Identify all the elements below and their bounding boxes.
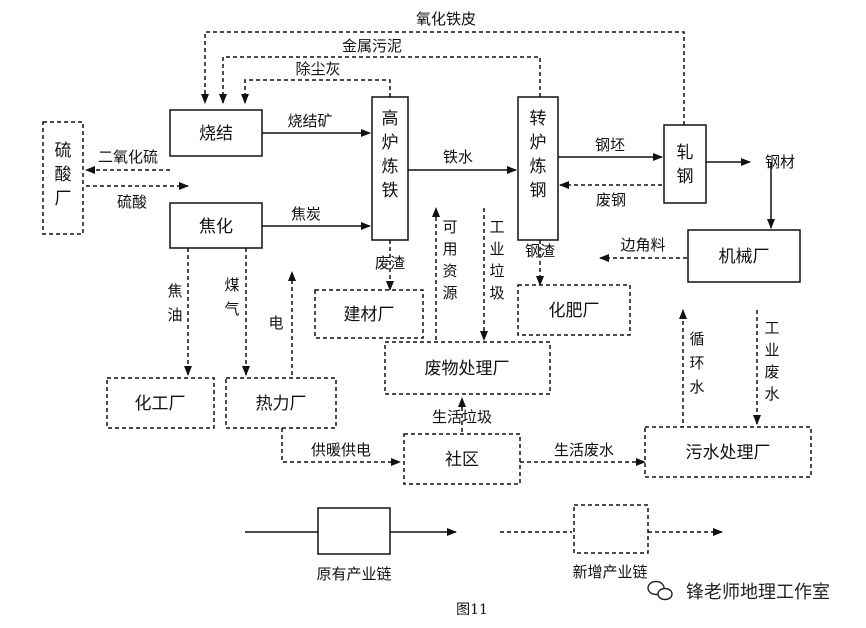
iron-oxide-scale-label: 氧化铁皮 [416, 10, 476, 28]
billet-label: 钢坯 [595, 136, 625, 154]
coal-gas-label: 煤气 [224, 276, 239, 318]
sewage-plant-label: 污水处理厂 [686, 443, 771, 463]
converter-box [517, 96, 559, 241]
machinery-label: 机械厂 [719, 247, 770, 267]
sinter-box [169, 109, 263, 157]
dust-ash-label: 除尘灰 [295, 60, 340, 78]
rolling-label: 轧钢 [677, 143, 694, 187]
slag-steel-label: 钢渣 [525, 242, 555, 260]
offcuts-label: 边角料 [620, 236, 665, 254]
blast-furnace-box [371, 96, 409, 241]
fertilizer-box [517, 284, 631, 336]
sulfuric-plant-label: 硫酸厂 [55, 141, 72, 209]
dust-ash-loop [241, 79, 391, 104]
building-material-box [314, 289, 424, 339]
coke-label: 焦炭 [291, 205, 321, 223]
usable-resources-label: 可用资源 [442, 218, 457, 302]
heating-power-arrow [281, 428, 401, 466]
domestic-garbage-label: 生活垃圾 [432, 408, 492, 426]
converter-label: 转炉炼钢 [530, 109, 547, 201]
fertilizer-label: 化肥厂 [549, 301, 600, 321]
legend-new-label: 新增产业链 [572, 563, 647, 581]
heating-power-label: 供暖供电 [311, 441, 371, 459]
sulfur-dioxide-label: 二氧化硫 [98, 148, 158, 166]
iron-oxide-scale-loop [201, 31, 685, 125]
watermark-text: 锋老师地理工作室 [686, 582, 830, 603]
sulfuric-acid-label: 硫酸 [117, 193, 147, 211]
coking-label: 焦化 [199, 217, 233, 237]
waste-treatment-box [384, 341, 551, 395]
wechat-icon [647, 580, 673, 601]
steel-product-label: 钢材 [765, 153, 795, 171]
legend-solid-box [317, 507, 391, 555]
chemical-plant-label: 化工厂 [135, 394, 186, 414]
circulating-water-label: 循环水 [689, 330, 704, 396]
molten-iron-label: 铁水 [443, 148, 473, 166]
blast-furnace-label: 高炉炼铁 [382, 109, 399, 201]
sinter-ore-label: 烧结矿 [287, 112, 332, 130]
slag-bf-label: 废渣 [375, 254, 405, 272]
scrap-steel-label: 废钢 [596, 191, 626, 209]
machinery-box [687, 229, 801, 283]
coking-box [169, 202, 263, 249]
metal-sludge-loop [219, 56, 541, 104]
waste-treatment-label: 废物处理厂 [425, 359, 510, 379]
chemical-plant-box [106, 377, 215, 429]
electricity-label: 电 [268, 314, 283, 332]
metal-sludge-label: 金属污泥 [342, 37, 402, 55]
thermal-plant-label: 热力厂 [256, 394, 307, 414]
wechat-watermark: 锋老师地理工作室 [647, 580, 830, 603]
building-material-label: 建材厂 [344, 305, 395, 325]
legend-original-label: 原有产业链 [316, 565, 391, 583]
community-label: 社区 [445, 450, 479, 470]
sulfuric-plant-box [42, 121, 84, 235]
domestic-wastewater-label: 生活废水 [554, 441, 614, 459]
sinter-label: 烧结 [199, 124, 233, 144]
thermal-plant-box [225, 377, 337, 429]
industrial-wastewater-label: 工业废水 [764, 319, 779, 403]
industrial-waste-label: 工业垃圾 [489, 218, 504, 302]
rolling-box [663, 124, 707, 204]
figure-caption: 图11 [456, 602, 488, 618]
legend-dashed-box [573, 504, 649, 554]
sewage-plant-box [644, 426, 812, 478]
community-box [403, 433, 521, 485]
tar-label: 焦油 [167, 282, 182, 324]
